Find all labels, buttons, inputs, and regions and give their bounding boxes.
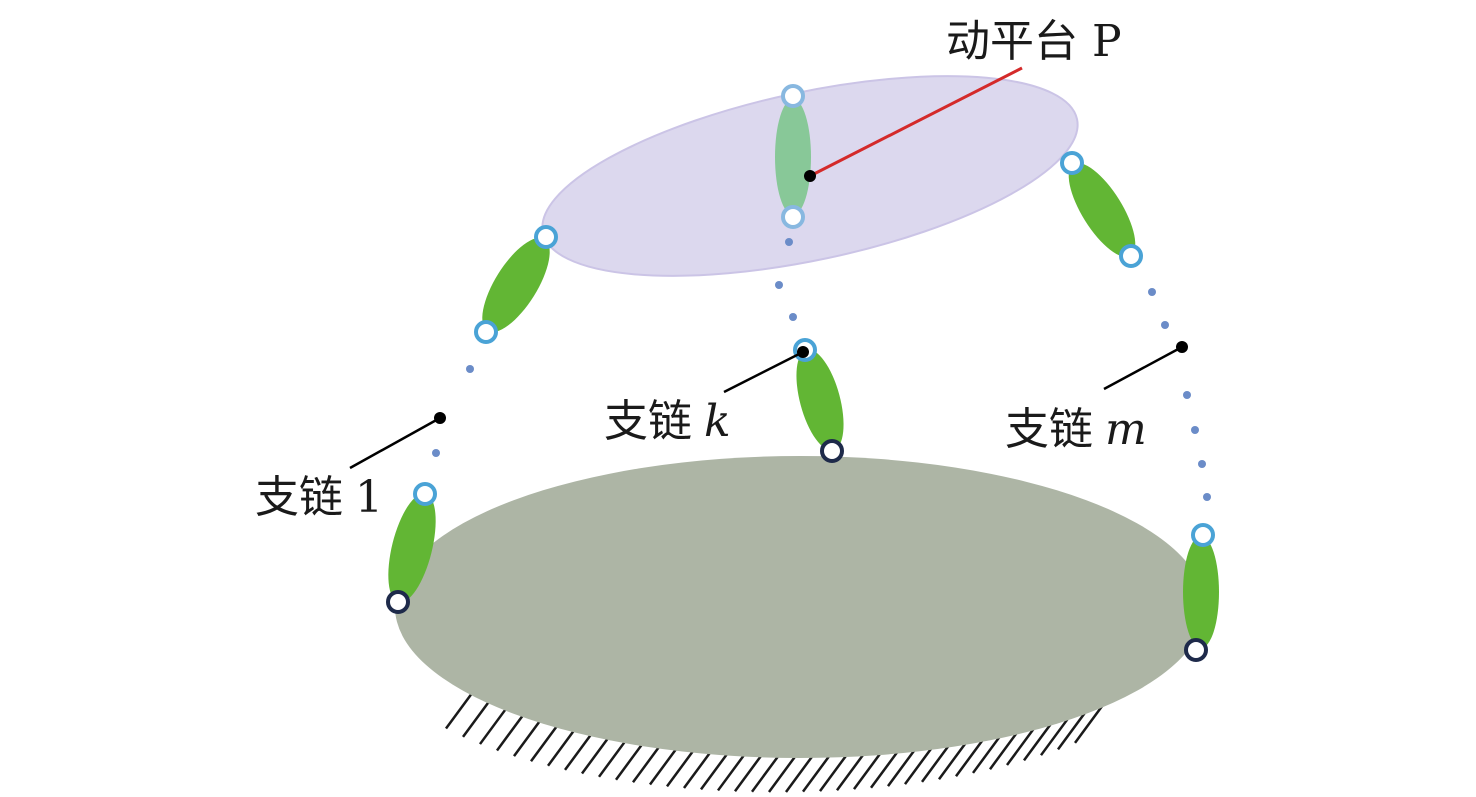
hatch-line <box>1073 704 1105 744</box>
hatch-line <box>563 731 595 771</box>
hatch-line <box>512 717 544 757</box>
hatch-line <box>648 745 680 786</box>
hatch-line <box>699 750 731 791</box>
chain-k-dot <box>797 346 809 358</box>
chain-m-pointer-line <box>1103 345 1183 391</box>
hatch-line <box>767 753 799 793</box>
hatch-line <box>886 747 918 787</box>
hatch-line <box>784 753 816 793</box>
hatch-line <box>937 740 969 780</box>
chain-1-label-prefix: 支链 <box>255 472 343 523</box>
hatch-line <box>988 730 1020 770</box>
hatch-line <box>920 743 952 783</box>
hatch-line <box>631 743 663 784</box>
base-platform <box>395 456 1205 758</box>
hatch-line <box>954 737 986 778</box>
chain-1-label-index: 1 <box>355 472 383 523</box>
hatch-line <box>478 705 510 745</box>
hatch-line <box>971 734 1003 774</box>
hatch-line <box>444 689 476 730</box>
hatch-line <box>716 751 748 792</box>
dotted-chain-segments <box>432 238 1211 501</box>
hatch-line <box>733 752 765 792</box>
ground-hatch <box>444 689 1105 793</box>
chain-m-upper-link <box>1068 162 1136 258</box>
platform-label: 动平台 P <box>946 16 1122 67</box>
hatch-line <box>869 749 901 789</box>
hatch-line <box>682 749 714 789</box>
chain-m-label-prefix: 支链 <box>1005 404 1093 455</box>
hatch-line <box>546 727 578 767</box>
platform-center-dot <box>804 170 816 182</box>
hatch-line <box>580 734 612 775</box>
hatch-line <box>818 752 850 792</box>
chain-k-upper-link <box>775 99 811 215</box>
hatch-line <box>665 747 697 788</box>
joints-platform-center <box>781 84 805 229</box>
platform-pointer-line <box>809 66 1023 178</box>
chain-k-label-prefix: 支链 <box>604 396 692 447</box>
hatch-line <box>835 751 867 792</box>
chain-1-upper-link <box>482 237 550 333</box>
joints-base <box>386 439 1208 662</box>
chain-m-lower-link <box>1183 536 1219 648</box>
chain-k-lower-link <box>796 349 844 451</box>
hatch-line <box>495 711 527 752</box>
hatch-line <box>801 752 833 793</box>
chain-k-label-index: k <box>704 396 731 447</box>
chain-m-dot <box>1176 341 1188 353</box>
hatch-line <box>852 750 884 790</box>
chain-1-dot <box>434 412 446 424</box>
hatch-line <box>461 698 493 738</box>
chain-1-lower-link <box>388 493 436 603</box>
hatch-line <box>903 745 935 785</box>
chain-m-label-index: m <box>1105 404 1147 455</box>
hatch-line <box>750 752 782 793</box>
hatch-line <box>1056 710 1088 751</box>
chain-1-pointer-line <box>349 416 441 470</box>
hatch-line <box>1039 716 1071 756</box>
chain-k-pointer-line <box>723 350 804 394</box>
hatch-line <box>614 740 646 781</box>
hatch-line <box>597 738 629 778</box>
hatch-line <box>1005 726 1037 766</box>
hatch-line <box>1022 721 1054 762</box>
hatch-line <box>529 722 561 762</box>
